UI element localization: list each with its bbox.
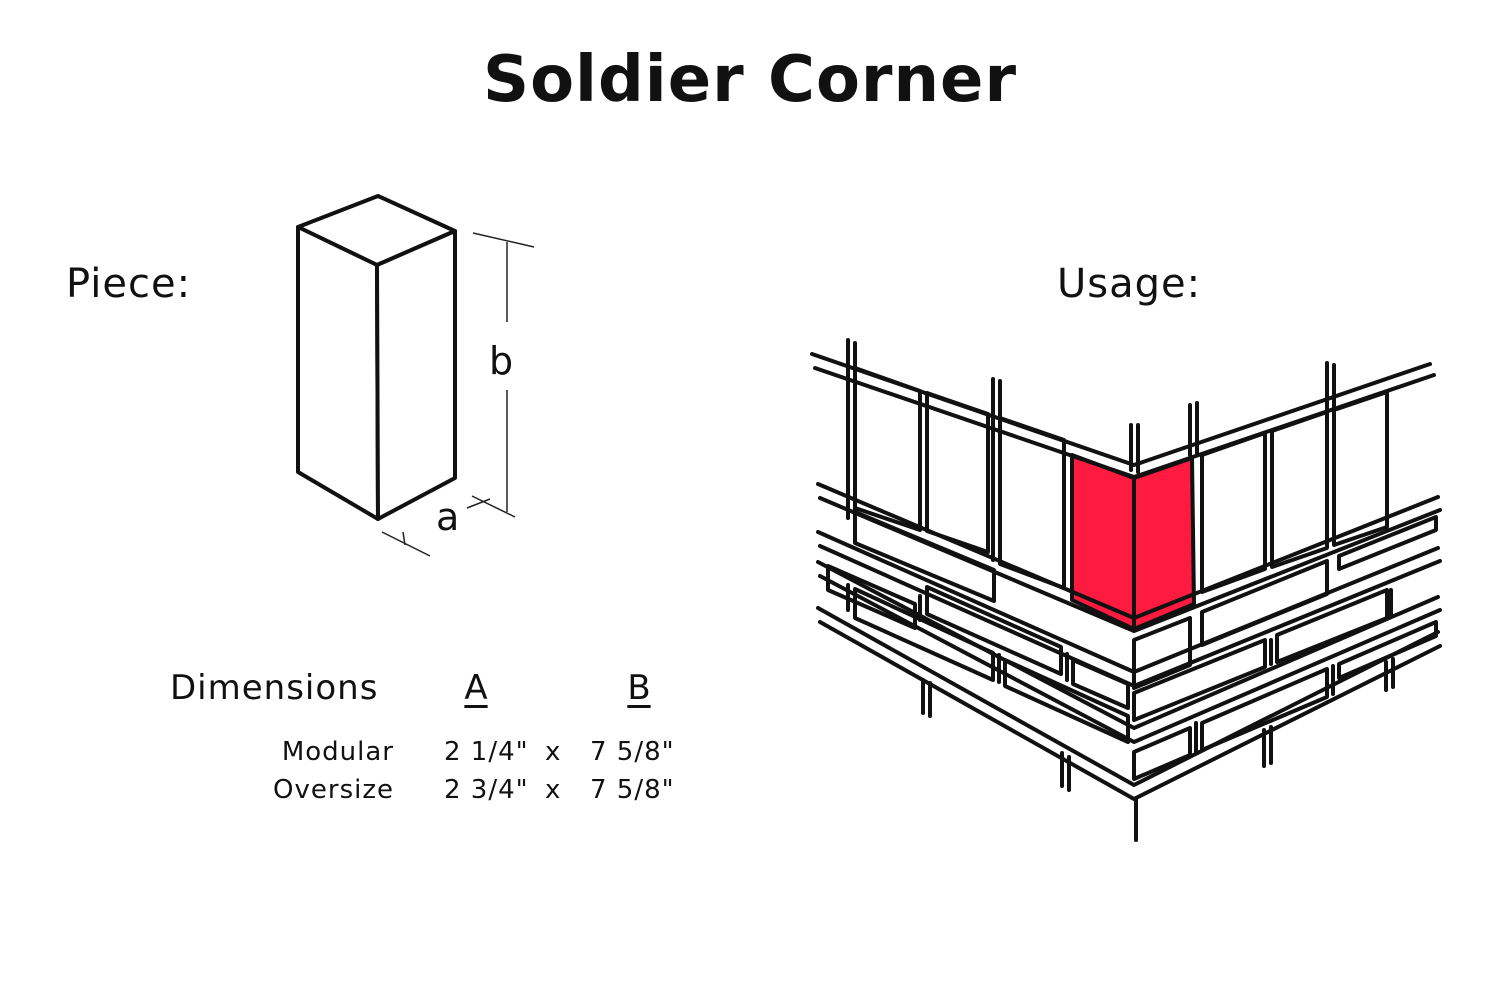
piece-drawing: [296, 194, 457, 521]
column-b-header: B: [627, 668, 651, 708]
row-value-a: 2 3/4": [444, 775, 529, 805]
row-value-b: 7 5/8": [590, 737, 675, 767]
dimension-a-marker: [381, 498, 491, 557]
usage-label: Usage:: [1057, 261, 1202, 307]
row-separator: x: [545, 775, 562, 805]
row-value-a: 2 1/4": [444, 737, 529, 767]
row-name: Oversize: [273, 775, 394, 805]
dimension-row-oversize: Oversize 2 3/4" x 7 5/8": [0, 772, 700, 808]
row-separator: x: [545, 737, 562, 767]
dimension-b-label: b: [489, 339, 513, 383]
dimension-a-label: a: [436, 495, 459, 539]
piece-label: Piece:: [66, 261, 192, 307]
column-a-header: A: [464, 668, 488, 708]
dimension-b-marker: [471, 232, 535, 518]
brick-front-face: [296, 225, 380, 521]
row-value-b: 7 5/8": [590, 775, 675, 805]
dimension-row-modular: Modular 2 1/4" x 7 5/8": [0, 734, 700, 770]
brick-wall-corner-icon: [810, 338, 1442, 842]
row-name: Modular: [281, 737, 394, 767]
dimensions-heading: Dimensions: [170, 668, 379, 708]
brick-side-face: [375, 229, 457, 521]
page-title: Soldier Corner: [482, 43, 1018, 117]
